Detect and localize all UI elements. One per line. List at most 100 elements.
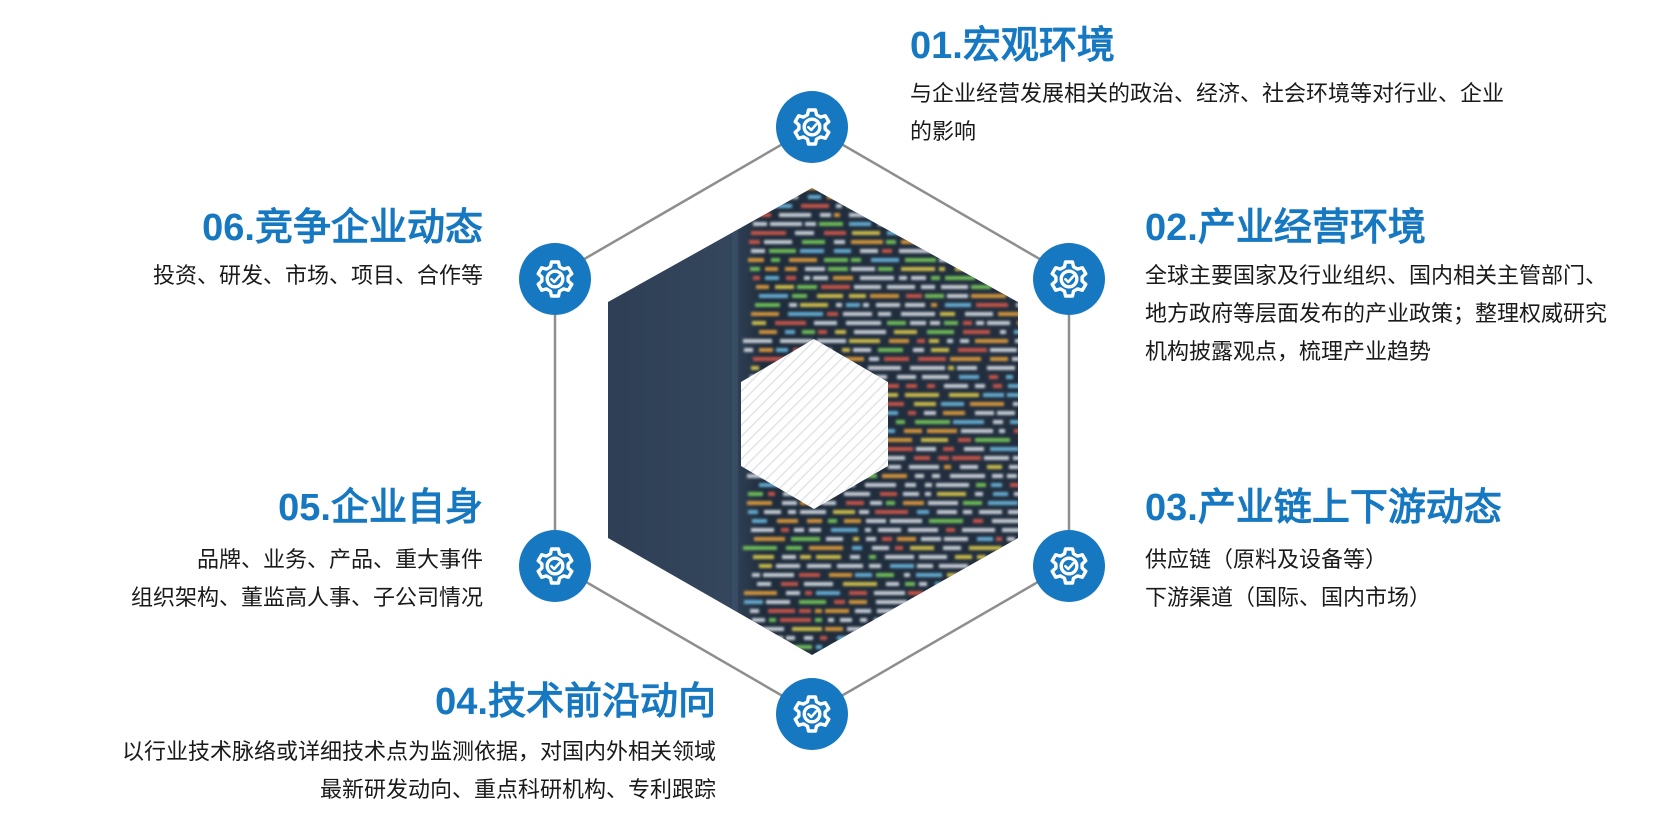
code-text-dash: [928, 591, 941, 595]
code-text-dash: [792, 294, 807, 298]
code-text-dash: [802, 330, 815, 334]
code-text-dash: [932, 474, 940, 478]
code-text-dash: [922, 627, 941, 631]
code-text-dash: [800, 555, 811, 559]
code-text-dash: [759, 483, 787, 487]
code-text-dash: [882, 249, 892, 253]
code-text-dash: [924, 240, 930, 244]
code-text-dash: [865, 483, 896, 487]
code-text-dash: [847, 627, 880, 631]
code-text-dash: [982, 591, 990, 595]
code-text-dash: [870, 188, 896, 190]
code-text-dash: [941, 285, 968, 289]
code-text-dash: [903, 501, 924, 505]
code-text-dash: [886, 501, 895, 505]
code-text-dash: [901, 267, 935, 271]
code-text-dash: [967, 240, 976, 244]
code-text-dash: [946, 528, 955, 532]
code-text-dash: [910, 366, 945, 370]
code-text-dash: [979, 213, 1007, 217]
code-text-dash: [846, 303, 860, 307]
code-text-dash: [791, 537, 820, 541]
code-text-dash: [854, 330, 886, 334]
item-title: 03.产业链上下游动态: [1145, 487, 1502, 529]
code-text-dash: [928, 213, 938, 217]
code-text-dash: [914, 456, 930, 460]
code-text-dash: [751, 366, 759, 370]
code-text-dash: [770, 222, 802, 226]
code-text-dash: [913, 348, 924, 352]
code-text-dash: [894, 330, 917, 334]
code-text-dash: [989, 375, 998, 379]
code-text-dash: [817, 294, 843, 298]
code-text-dash: [804, 636, 813, 640]
code-text-dash: [897, 375, 916, 379]
code-text-dash: [759, 564, 772, 568]
code-text-dash: [878, 348, 903, 352]
code-text-dash: [860, 276, 894, 280]
code-screen-hexagon-image: [608, 188, 1050, 655]
code-text-dash: [825, 627, 843, 631]
code-text-dash: [953, 420, 984, 424]
code-text-dash: [921, 438, 948, 442]
code-text-dash: [901, 312, 935, 316]
code-text-dash: [852, 231, 880, 235]
code-text-dash: [849, 213, 880, 217]
code-text-dash: [792, 654, 810, 655]
code-text-dash: [751, 231, 786, 235]
code-text-dash: [917, 339, 925, 343]
code-text-dash: [1010, 420, 1018, 424]
code-text-dash: [1021, 474, 1035, 478]
code-text-dash: [1009, 465, 1018, 469]
code-text-dash: [998, 285, 1004, 289]
code-text-dash: [986, 188, 1004, 190]
code-text-dash: [890, 519, 922, 523]
code-text-dash: [882, 474, 907, 478]
code-text-dash: [1008, 510, 1018, 514]
code-text-dash: [878, 528, 901, 532]
code-text-dash: [1020, 600, 1050, 604]
code-text-dash: [986, 573, 1013, 577]
code-text-dash: [775, 285, 794, 289]
code-text-dash: [837, 564, 863, 568]
code-text-dash: [938, 456, 949, 460]
code-text-dash: [1007, 393, 1018, 397]
code-text-dash: [1002, 528, 1018, 532]
code-text-dash: [851, 258, 861, 262]
code-text-dash: [876, 303, 900, 307]
code-text-dash: [831, 528, 858, 532]
code-text-dash: [799, 600, 826, 604]
code-text-dash: [878, 312, 891, 316]
code-text-dash: [834, 600, 845, 604]
code-text-dash: [804, 582, 833, 586]
code-text-dash: [913, 645, 919, 649]
code-text-dash: [744, 600, 763, 604]
code-text-dash: [999, 429, 1005, 433]
code-text-dash: [1016, 303, 1018, 307]
code-text-dash: [757, 582, 771, 586]
code-text-dash: [975, 564, 991, 568]
code-text-dash: [801, 204, 829, 208]
code-text-dash: [945, 591, 953, 595]
code-text-dash: [878, 438, 912, 442]
code-text-dash: [943, 447, 954, 451]
code-text-dash: [871, 258, 899, 262]
code-text-dash: [751, 528, 774, 532]
code-text-dash: [846, 501, 864, 505]
code-text-dash: [1002, 204, 1018, 208]
item-macro-environment: 01.宏观环境 与企业经营发展相关的政治、经济、社会环境等对行业、企业 的影响: [910, 24, 1504, 152]
code-text-dash: [925, 483, 932, 487]
code-text-dash: [887, 321, 906, 325]
code-text-dash: [982, 618, 999, 622]
code-text-dash: [840, 618, 852, 622]
code-text-dash: [1010, 294, 1018, 298]
code-text-dash: [1013, 456, 1018, 460]
code-text-dash: [1020, 366, 1034, 370]
code-text-dash: [886, 213, 893, 217]
code-text-dash: [768, 492, 775, 496]
code-text-dash: [997, 411, 1015, 415]
code-text-dash: [782, 195, 798, 199]
code-text-dash: [788, 312, 823, 316]
code-text-dash: [940, 312, 955, 316]
code-text-dash: [903, 492, 919, 496]
